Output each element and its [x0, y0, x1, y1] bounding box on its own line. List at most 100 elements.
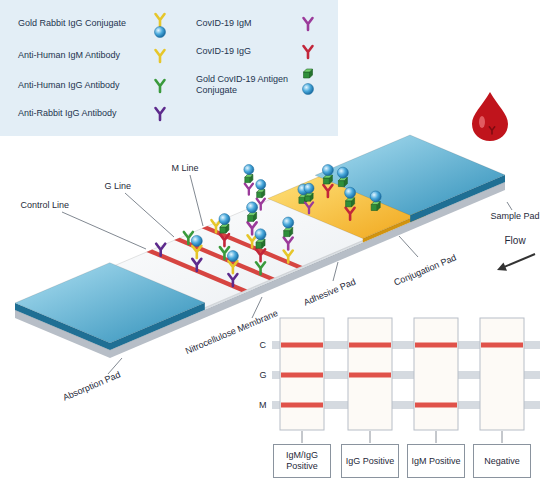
leader-line	[436, 431, 437, 443]
part-label: Absorption Pad	[61, 369, 122, 403]
antibody-symbol	[245, 184, 253, 195]
result-line	[281, 343, 323, 348]
gold-particle	[191, 235, 202, 246]
leader-line	[190, 175, 203, 226]
gold-particle	[345, 187, 356, 198]
legend-icons	[155, 14, 314, 120]
antigen-cube	[220, 227, 226, 233]
gold-particle	[219, 214, 230, 225]
molecules	[156, 165, 381, 287]
antibody-symbol	[156, 244, 165, 256]
part-label: Flow	[505, 235, 526, 246]
leader-line	[507, 202, 512, 210]
antigen-cube	[346, 201, 352, 207]
legend-text: Anti-Human IgG Antibody	[18, 80, 146, 91]
result-window	[280, 318, 324, 430]
antibody-symbol	[256, 262, 265, 274]
result-window	[480, 318, 524, 430]
antibody-symbol	[257, 199, 265, 210]
antigen-cube	[245, 175, 253, 178]
legend-text: Gold Rabbit IgG Conjugate	[18, 18, 146, 29]
part-label: Control Line	[21, 200, 70, 211]
antibody-symbol	[346, 208, 355, 220]
gold-particle	[337, 167, 348, 178]
antigen-cube	[338, 181, 344, 187]
antibody-symbol	[156, 80, 165, 92]
absorption-pad	[15, 263, 205, 343]
antibody-symbol	[284, 251, 293, 263]
antibody-symbol	[228, 274, 237, 286]
antibody-symbol	[248, 235, 257, 247]
legend-text: Anti-Rabbit IgG Antibody	[18, 108, 146, 119]
antibody-symbol	[304, 46, 313, 58]
line-letter: M	[259, 400, 267, 411]
antibody-symbol	[305, 202, 313, 213]
antigen-cube	[284, 231, 290, 237]
antibody-symbol	[228, 261, 237, 273]
gold-particle	[303, 84, 314, 95]
result-line	[349, 373, 391, 378]
result-line	[349, 343, 391, 348]
caption-text: Negative	[484, 456, 520, 467]
gold-particle	[256, 180, 266, 190]
leader-line	[399, 236, 418, 257]
antibody-symbol	[323, 185, 332, 197]
result-line	[281, 403, 323, 408]
antibody-symbol	[220, 234, 229, 246]
gold-particle	[304, 183, 314, 193]
antibody-symbol	[489, 127, 494, 134]
antibody-symbol	[256, 249, 265, 261]
antibody-symbol	[156, 14, 165, 26]
gold-particle	[247, 202, 258, 213]
blood-drop-highlight	[479, 116, 485, 128]
part-label: Conjugation Pad	[392, 252, 458, 288]
antigen-cube	[245, 177, 250, 182]
gold-particle	[322, 165, 333, 176]
antibody-symbol	[192, 246, 201, 258]
result-line	[481, 343, 523, 348]
antigen-cube	[257, 190, 265, 193]
antigen-cube	[305, 196, 311, 201]
antigen-cube	[371, 205, 377, 211]
gold-particle	[155, 27, 166, 38]
result-line	[415, 343, 457, 348]
flow-arrowhead	[497, 262, 507, 270]
result-caption: Negative	[473, 444, 531, 478]
result-caption: IgM Positive	[407, 444, 465, 478]
gold-particle	[283, 217, 294, 228]
gold-particle	[244, 165, 254, 175]
sample-pad	[315, 135, 505, 215]
caption-text: IgM/IgG Positive	[276, 450, 328, 472]
line-letter: G	[260, 370, 267, 381]
antibody-symbol	[156, 108, 165, 120]
antibody-symbol	[284, 238, 293, 250]
result-line	[415, 403, 457, 408]
antigen-cube	[323, 178, 329, 184]
result-window	[414, 318, 458, 430]
result-window	[348, 318, 392, 430]
antigen-cube	[256, 242, 262, 248]
blood-drop	[472, 92, 508, 141]
caption-text: IgG Positive	[346, 456, 395, 467]
leader-line	[333, 262, 338, 281]
leader-line	[125, 193, 174, 237]
leader-line	[502, 431, 503, 443]
gold-particle	[255, 229, 266, 240]
antigen-cube	[305, 193, 313, 196]
legend-text: Anti-Human IgM Antibody	[18, 50, 146, 61]
result-caption: IgM/IgG Positive	[273, 444, 331, 478]
caption-text: IgM Positive	[411, 456, 460, 467]
antigen-cube	[248, 215, 254, 221]
antigen-cube	[304, 72, 310, 78]
leader-line	[62, 212, 146, 249]
antibody-symbol	[192, 259, 201, 271]
part-label: Sample Pad	[491, 211, 540, 222]
antigen-cube	[304, 69, 313, 72]
antibody-symbol	[212, 220, 221, 232]
flow-arrow	[503, 254, 535, 268]
antigen-cube	[257, 192, 262, 197]
leader-line	[370, 431, 371, 443]
antibody-symbol	[304, 18, 313, 30]
part-label: Adhesive Pad	[302, 276, 357, 308]
legend-panel	[0, 0, 338, 136]
